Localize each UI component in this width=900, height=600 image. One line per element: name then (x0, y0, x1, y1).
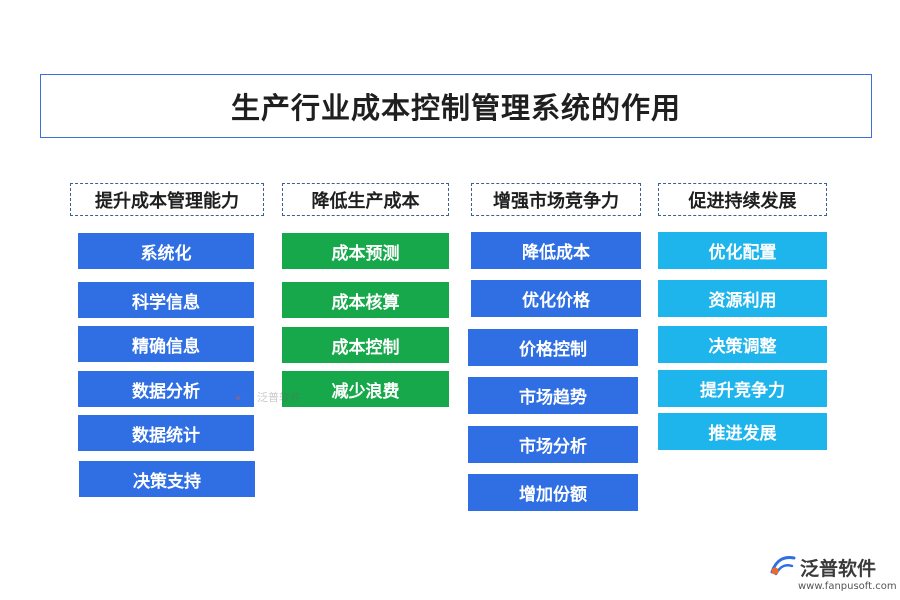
column-header-3: 增强市场竞争力 (471, 183, 641, 216)
column-1-item: 系统化 (78, 233, 254, 269)
title-box: 生产行业成本控制管理系统的作用 (40, 74, 872, 138)
brand-logo: 泛普软件 www.fanpusoft.com (768, 552, 897, 592)
column-3-item: 优化价格 (471, 280, 641, 317)
column-4-item: 资源利用 (658, 280, 827, 317)
column-4-item: 优化配置 (658, 232, 827, 269)
column-1-item: 精确信息 (78, 326, 254, 362)
column-1-item: 科学信息 (78, 282, 254, 318)
column-header-4: 促进持续发展 (658, 183, 827, 216)
column-header-1: 提升成本管理能力 (70, 183, 264, 216)
column-4-item: 决策调整 (658, 326, 827, 363)
fanpu-logo-icon (768, 552, 798, 582)
watermark: 泛普软件 (232, 388, 301, 405)
page-title: 生产行业成本控制管理系统的作用 (230, 91, 681, 125)
fanpu-logo-icon (232, 388, 257, 405)
column-3-item: 降低成本 (471, 232, 641, 269)
column-3-item: 增加份额 (468, 474, 638, 511)
column-3-item: 价格控制 (468, 329, 638, 366)
watermark-text: 泛普软件 (257, 390, 301, 404)
brand-name: 泛普软件 (800, 557, 877, 580)
column-1-item: 决策支持 (79, 461, 255, 497)
column-3-item: 市场分析 (468, 426, 638, 463)
column-4-item: 推进发展 (658, 413, 827, 450)
column-3-item: 市场趋势 (468, 377, 638, 414)
column-1-item: 数据分析 (78, 371, 254, 407)
column-header-2: 降低生产成本 (282, 183, 449, 216)
column-2-item: 成本核算 (282, 282, 449, 318)
column-4-item: 提升竞争力 (658, 370, 827, 407)
column-2-item: 减少浪费 (282, 371, 449, 407)
brand-url: www.fanpusoft.com (798, 581, 897, 592)
column-2-item: 成本控制 (282, 327, 449, 363)
column-2-item: 成本预测 (282, 233, 449, 269)
column-1-item: 数据统计 (78, 415, 254, 451)
